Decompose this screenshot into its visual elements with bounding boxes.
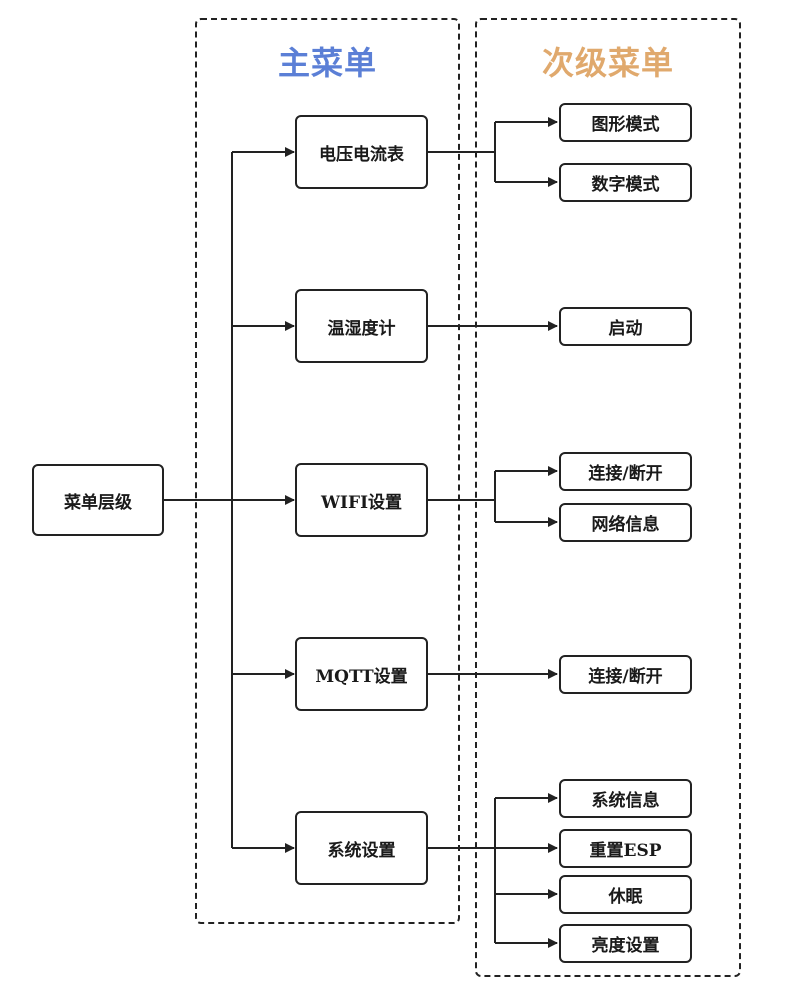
submenu-group — [475, 18, 741, 977]
main-item-system-settings: 系统设置 — [295, 811, 428, 885]
sub-item-brightness-settings: 亮度设置 — [559, 924, 692, 963]
sub-item-mqtt-connect-disconnect: 连接/断开 — [559, 655, 692, 694]
sub-item-system-info: 系统信息 — [559, 779, 692, 818]
sub-item-wifi-connect-disconnect: 连接/断开 — [559, 452, 692, 491]
main-menu-title: 主菜单 — [277, 44, 377, 82]
sub-item-network-info: 网络信息 — [559, 503, 692, 542]
main-item-mqtt-settings: MQTT设置 — [295, 637, 428, 711]
main-item-wifi-settings: WIFI设置 — [295, 463, 428, 537]
main-item-voltage-current-meter: 电压电流表 — [295, 115, 428, 189]
sub-item-graph-mode: 图形模式 — [559, 103, 692, 142]
sub-item-sleep: 休眠 — [559, 875, 692, 914]
main-menu-group — [195, 18, 460, 924]
sub-item-start: 启动 — [559, 307, 692, 346]
root-node: 菜单层级 — [32, 464, 164, 536]
main-item-thermo-hygrometer: 温湿度计 — [295, 289, 428, 363]
submenu-title: 次级菜单 — [541, 44, 674, 82]
sub-item-reset-esp: 重置ESP — [559, 829, 692, 868]
sub-item-digital-mode: 数字模式 — [559, 163, 692, 202]
